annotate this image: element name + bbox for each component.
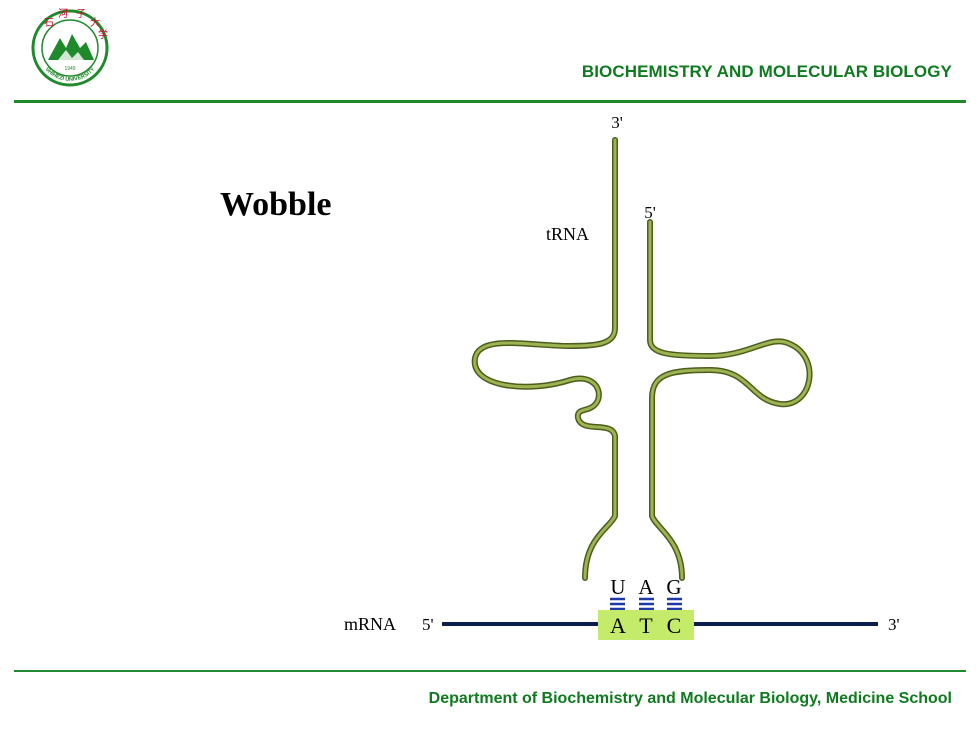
course-title: BIOCHEMISTRY AND MOLECULAR BIOLOGY: [581, 62, 952, 81]
codon-base-2: T: [639, 613, 653, 638]
university-logo: 1949 石 河 子 大 学 SHIHEZI UNIVERSITY: [31, 8, 109, 87]
svg-text:1949: 1949: [64, 66, 75, 72]
slide-title: Wobble: [220, 186, 332, 223]
svg-text:大: 大: [90, 16, 100, 29]
trna-3prime-label: 3': [611, 113, 623, 132]
mountain-icon: [48, 34, 94, 60]
anticodon-base-3: G: [666, 575, 681, 599]
mrna-label: mRNA: [344, 614, 396, 634]
trna-wobble-diagram: 3' 5' tRNA U A G A T C mRNA 5' 3': [344, 113, 900, 640]
svg-text:石: 石: [44, 18, 54, 29]
svg-text:河: 河: [58, 8, 68, 20]
footer-divider: [14, 670, 966, 672]
mrna-5prime-label: 5': [422, 615, 434, 634]
anticodon-base-2: A: [638, 575, 654, 599]
base-pair-bonds: [610, 597, 682, 611]
mrna-3prime-label: 3': [888, 615, 900, 634]
anticodon: U A G: [610, 575, 681, 599]
header-divider: [14, 100, 966, 103]
codon-base-1: A: [610, 613, 626, 638]
codon-base-3: C: [667, 613, 682, 638]
trna-label: tRNA: [546, 224, 589, 244]
trna-strand: [471, 137, 813, 581]
codon-highlight: [598, 610, 694, 640]
anticodon-base-1: U: [610, 575, 625, 599]
codon: A T C: [610, 613, 681, 638]
svg-text:学: 学: [98, 28, 108, 41]
svg-text:子: 子: [76, 8, 86, 20]
trna-5prime-label: 5': [644, 203, 656, 222]
department-footer: Department of Biochemistry and Molecular…: [428, 690, 952, 707]
